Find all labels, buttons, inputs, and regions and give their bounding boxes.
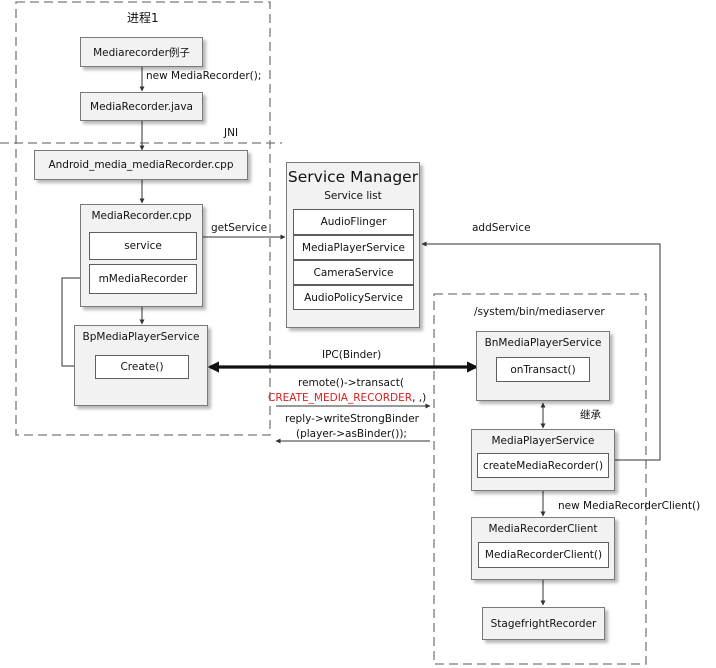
recorder-cpp-node[interactable]: MediaRecorder.cpp service mMediaRecorder bbox=[80, 204, 203, 307]
mediaserver-path: /system/bin/mediaserver bbox=[474, 306, 605, 318]
transact-code-tail: , ,) bbox=[412, 392, 427, 404]
bp-player-node[interactable]: BpMediaPlayerService Create() bbox=[74, 325, 208, 406]
arrow-add-service bbox=[421, 241, 661, 461]
transact-label: remote()->transact( bbox=[298, 377, 404, 389]
add-service-label: addService bbox=[472, 222, 531, 234]
jni-cpp-node[interactable]: Android_media_mediaRecorder.cpp bbox=[34, 150, 248, 180]
service-item-label: MediaPlayerService bbox=[301, 241, 406, 254]
create-method-label: Create() bbox=[120, 361, 164, 373]
inherit-label: 继承 bbox=[580, 409, 601, 421]
service-item-audiopolicyservice[interactable]: AudioPolicyService bbox=[293, 285, 414, 310]
mediaserver-boundary bbox=[433, 293, 647, 665]
recorder-client-title: MediaRecorderClient bbox=[488, 523, 598, 535]
on-transact-label: onTransact() bbox=[510, 363, 576, 376]
recorder-cpp-title: MediaRecorder.cpp bbox=[91, 210, 192, 222]
stagefright-label: StagefrightRecorder bbox=[490, 617, 597, 630]
process1-boundary bbox=[15, 1, 271, 436]
service-field-label: service bbox=[124, 240, 162, 252]
stagefright-node[interactable]: StagefrightRecorder bbox=[482, 607, 605, 640]
create-recorder-label: createMediaRecorder() bbox=[482, 459, 604, 472]
service-field[interactable]: service bbox=[89, 232, 197, 260]
on-transact-method[interactable]: onTransact() bbox=[496, 357, 590, 382]
service-manager-node[interactable]: Service Manager Service list AudioFlinge… bbox=[286, 162, 420, 328]
create-media-recorder-code: CREATE_MEDIA_RECORDER bbox=[268, 392, 413, 404]
example-label: Mediarecorder例子 bbox=[93, 46, 190, 59]
bn-player-node[interactable]: BnMediaPlayerService onTransact() bbox=[476, 331, 610, 401]
service-manager-title: Service Manager bbox=[287, 168, 419, 186]
jni-label: JNI bbox=[224, 127, 239, 139]
service-item-label: CameraService bbox=[313, 266, 394, 279]
reply-label-2: (player->asBinder()); bbox=[296, 428, 407, 440]
example-node[interactable]: Mediarecorder例子 bbox=[80, 37, 203, 67]
player-service-node[interactable]: MediaPlayerService createMediaRecorder() bbox=[471, 429, 615, 491]
java-label: MediaRecorder.java bbox=[90, 100, 193, 113]
service-item-label: AudioFlinger bbox=[320, 216, 387, 228]
bp-player-title: BpMediaPlayerService bbox=[82, 331, 200, 343]
get-service-label: getService bbox=[211, 222, 268, 234]
process1-title: 进程1 bbox=[127, 11, 159, 25]
recorder-client-node[interactable]: MediaRecorderClient MediaRecorderClient(… bbox=[471, 517, 615, 580]
java-node[interactable]: MediaRecorder.java bbox=[80, 92, 203, 121]
client-ctor-label: MediaRecorderClient() bbox=[484, 549, 603, 561]
service-item-cameraservice[interactable]: CameraService bbox=[293, 260, 414, 285]
reply-label-1: reply->writeStrongBinder bbox=[285, 413, 419, 425]
create-recorder-method[interactable]: createMediaRecorder() bbox=[477, 453, 609, 478]
service-list-label: Service list bbox=[324, 190, 382, 202]
client-ctor-method[interactable]: MediaRecorderClient() bbox=[478, 542, 609, 568]
bn-player-title: BnMediaPlayerService bbox=[484, 337, 602, 349]
service-item-audioflinger[interactable]: AudioFlinger bbox=[293, 209, 414, 235]
mrecorder-field[interactable]: mMediaRecorder bbox=[89, 264, 197, 294]
ipc-binder-label: IPC(Binder) bbox=[322, 349, 382, 361]
service-item-label: AudioPolicyService bbox=[304, 291, 403, 304]
new-client-label: new MediaRecorderClient() bbox=[558, 500, 701, 512]
new-recorder-label: new MediaRecorder(); bbox=[146, 70, 262, 82]
service-item-mediaplayerservice[interactable]: MediaPlayerService bbox=[293, 235, 414, 260]
create-method[interactable]: Create() bbox=[95, 355, 189, 379]
jni-cpp-label: Android_media_mediaRecorder.cpp bbox=[48, 159, 234, 171]
mrecorder-field-label: mMediaRecorder bbox=[98, 273, 188, 285]
transact-code-line: CREATE_MEDIA_RECORDER, ,) bbox=[268, 392, 426, 404]
player-service-title: MediaPlayerService bbox=[491, 435, 595, 447]
